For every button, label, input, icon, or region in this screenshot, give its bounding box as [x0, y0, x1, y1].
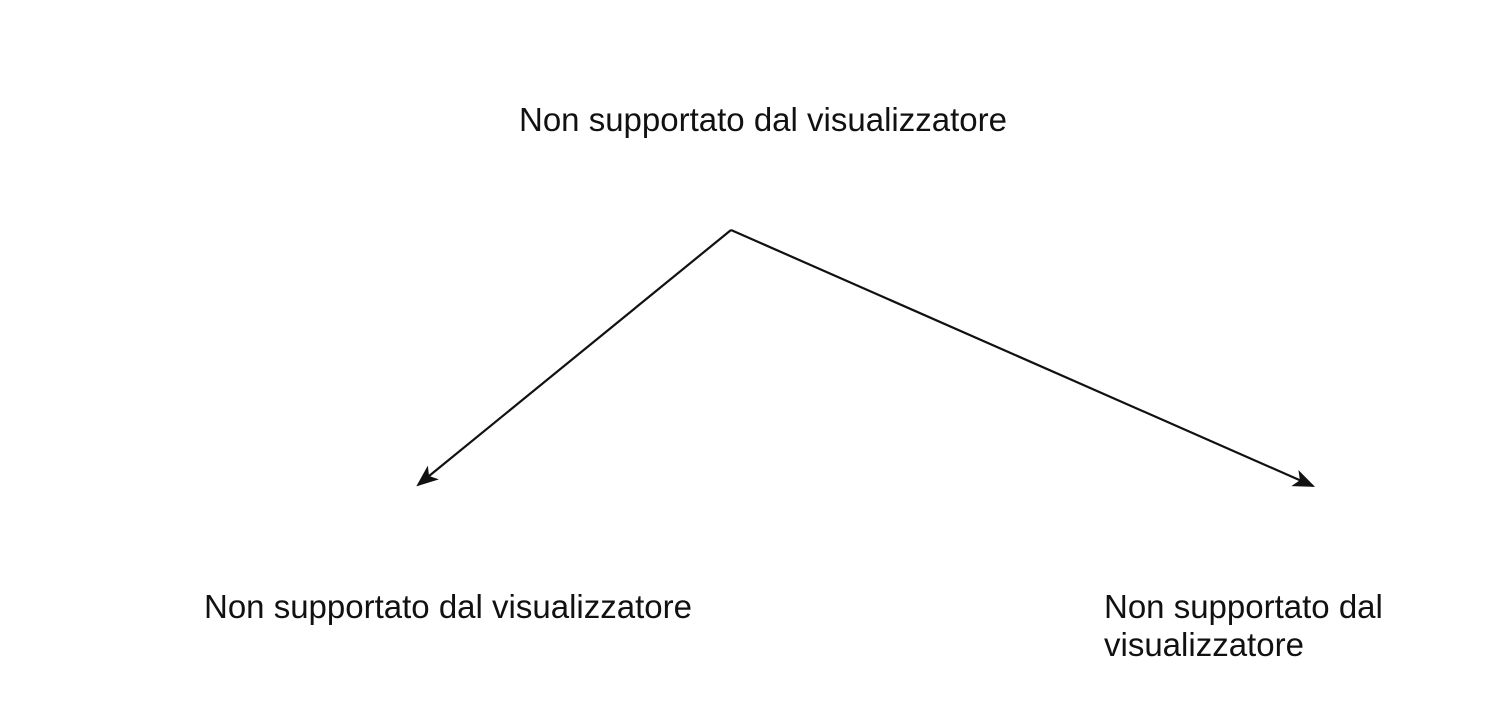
left-node-label: Non supportato dal visualizzatore — [204, 588, 692, 625]
arrow-to-left — [416, 229, 732, 487]
right-node-label: Non supportato dal visualizzatore — [1104, 588, 1383, 663]
arrow-to-right — [730, 228, 1316, 488]
top-node-label: Non supportato dal visualizzatore — [519, 101, 1007, 138]
